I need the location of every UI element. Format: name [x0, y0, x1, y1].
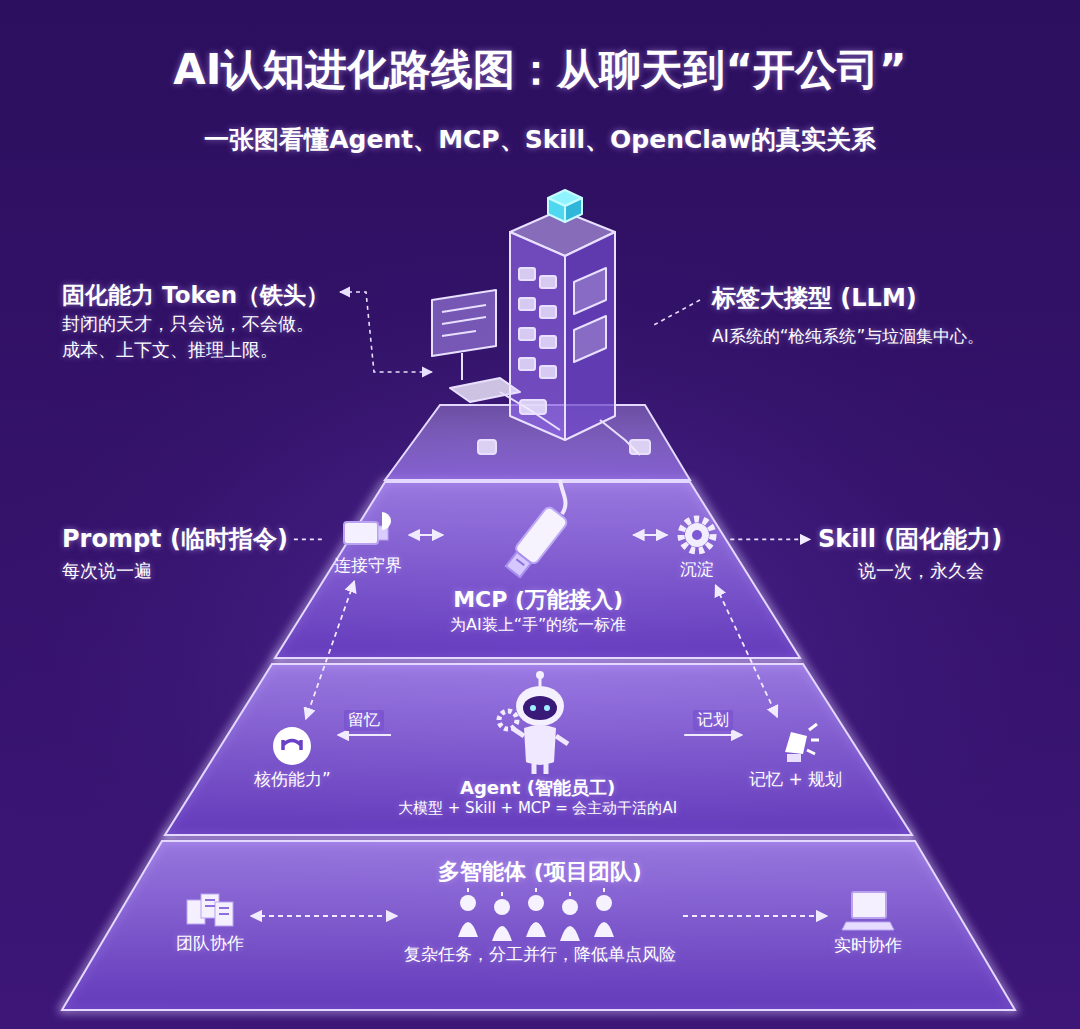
connector — [684, 734, 742, 736]
connector — [251, 915, 397, 917]
node-body: 为AI装上“手”的统一标准 — [450, 615, 626, 636]
icon-node: 沉淀 — [670, 510, 724, 582]
icon — [749, 722, 842, 768]
callout-body: 封闭的天才，只会说，不会做。 成本、上下文、推理上限。 — [62, 311, 337, 363]
leader-line — [294, 539, 324, 541]
subtitle: 一张图看懂Agent、MCP、Skill、OpenClaw的真实关系 — [0, 122, 1080, 158]
server-illustration — [432, 190, 650, 455]
icon — [176, 888, 244, 932]
pyramid-band — [62, 841, 1015, 1010]
layer-core: MCP (万能接入)为AI装上“手”的统一标准 — [446, 476, 630, 637]
node-title: 连接守界 — [334, 554, 402, 576]
node-body: 大模型 + Skill + MCP = 会主动干活的AI — [398, 799, 677, 819]
edge-label: 留忆 — [344, 710, 384, 731]
side-heading: Prompt (临时指令) — [62, 522, 288, 557]
icon-node: 核伤能力” — [250, 722, 335, 792]
callout-heading: 标签大搂型 (LLM) — [712, 281, 917, 316]
icon — [450, 478, 626, 586]
leader-line — [652, 300, 700, 326]
icon-node: 记忆 + 规划 — [745, 720, 846, 792]
node-title: MCP (万能接入) — [450, 586, 626, 615]
node-title: Agent (智能员工) — [398, 776, 677, 799]
icon-node: 团队协作 — [172, 886, 248, 956]
node-title: 多智能体 (项目团队) — [404, 858, 676, 887]
node-body: 复杂任务，分工并行，降低单点风险 — [404, 943, 676, 965]
leader-line — [340, 292, 432, 372]
pyramid-band — [275, 482, 800, 658]
side-heading: Skill (固化能力) — [818, 522, 1002, 557]
icon — [674, 512, 720, 558]
connector — [338, 734, 391, 736]
layer-core: Agent (智能员工)大模型 + Skill + MCP = 会主动干活的AI — [394, 668, 681, 821]
diagram-title: AI认知进化路线图：从聊天到“开公司” — [0, 42, 1080, 98]
edge-label: 记划 — [693, 710, 733, 731]
ground-glow — [0, 180, 1080, 1029]
icon — [404, 887, 676, 943]
connector — [306, 581, 355, 719]
icon-node: 连接守界 — [330, 506, 406, 578]
icon-node: 实时协作 — [830, 886, 906, 958]
layer-core: 多智能体 (项目团队) 复杂任务，分工并行，降低单点风险 — [400, 856, 680, 967]
node-title: 核伤能力” — [254, 768, 331, 790]
connector — [633, 534, 667, 536]
icon — [334, 508, 402, 554]
icon — [834, 888, 902, 934]
pyramid-band — [165, 664, 912, 835]
side-note: 说一次，永久会 — [858, 558, 984, 584]
node-title: 实时协作 — [834, 934, 902, 956]
connector — [683, 915, 827, 917]
connector — [409, 534, 443, 536]
connector — [716, 585, 778, 717]
node-title: 团队协作 — [176, 932, 244, 954]
node-title: 沉淀 — [674, 558, 720, 580]
pyramid-glow — [62, 482, 1015, 1010]
side-note: 每次说一遍 — [62, 558, 152, 584]
leader-line — [730, 539, 810, 541]
icon — [398, 670, 677, 776]
callout-heading: 固化能力 Token（铁头） — [62, 279, 329, 312]
callout-body: AI系统的“枪纯系统”与垃涸集中心。 — [712, 324, 984, 349]
node-title: 记忆 + 规划 — [749, 768, 842, 790]
icon — [254, 724, 331, 768]
